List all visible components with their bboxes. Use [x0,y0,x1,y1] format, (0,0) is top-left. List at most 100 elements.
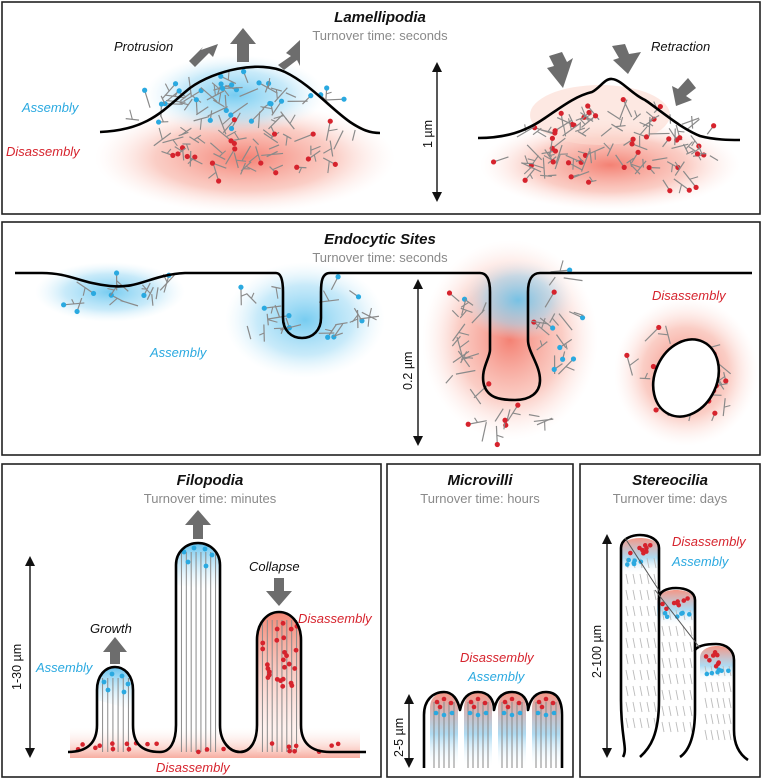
stereocilium-filament [625,621,629,633]
actin-branch [218,150,227,157]
stereocilium-filament [639,621,643,633]
monomer [286,661,292,667]
disassembly-monomer [568,174,574,180]
stereocilium-monomer [704,671,710,677]
actin-filament [270,87,282,92]
stereocilium-filament [668,609,672,621]
stereocilium-filament [661,721,665,733]
actin-filament [619,99,628,119]
actin-branch [697,145,703,154]
microvillus-monomer [441,712,447,718]
stereocilium-filament [646,653,650,665]
stereocilium-filament [682,673,686,685]
stereocilium-filament [728,713,732,725]
disassembly-monomer [723,378,729,384]
actin-branch [326,91,332,95]
microvillus-monomer [448,700,454,706]
disassembly-monomer [711,123,717,129]
disassembly-monomer [305,156,311,162]
actin-filament [445,374,454,384]
assembly-monomer [238,284,244,290]
stereocilium-filament [625,669,629,681]
filopodia-scale-label: 1-30 µm [10,644,24,690]
monomer [119,673,125,679]
disassembly-monomer [635,149,641,155]
actin-branch [629,358,639,366]
actin-filament [178,131,189,137]
actin-branch [82,287,86,296]
stereocilium-filament [625,589,629,601]
microvillus-monomer [471,704,477,710]
microvilli-disassembly-label: Disassembly [460,650,535,665]
disassembly-monomer [552,148,559,154]
stereocilium-filament [668,657,672,669]
endocytic-title: Endocytic Sites [324,231,436,248]
actin-filament [642,158,645,168]
actin-branch [559,260,564,272]
stereocilium-filament [632,701,636,713]
microvillus-monomer [536,699,542,705]
monomer [288,626,294,632]
assembly-monomer [218,81,224,87]
stereocilia-turnover: Turnover time: days [613,491,728,506]
disassembly-monomer [693,184,699,191]
stereocilia-scale-label: 2-100 µm [590,625,604,678]
actin-filament [120,299,139,307]
stereocilium-filament [710,729,714,741]
stereocilium-filament [653,621,657,633]
stereocilium-filament [639,637,643,649]
stereocilium-filament [653,701,657,713]
disassembly-monomer [624,352,630,358]
actin-branch [529,174,534,179]
monomer [265,666,271,671]
stereocilium-filament [625,701,629,713]
stereocilia-title: Stereocilia [632,472,708,489]
monomer [260,646,266,652]
microvillus-monomer [475,696,481,702]
stereocilium-filament [646,717,650,729]
stereocilium-filament [639,701,643,713]
stereocilium-filament [675,721,679,733]
actin-branch [109,297,118,306]
microvilli-scale-bar: 2-5 µm [392,694,414,768]
retraction-label: Retraction [651,39,710,54]
monomer [274,626,280,632]
actin-filament [558,313,573,331]
monomer [292,666,298,671]
filopodia-membrane [67,541,366,754]
disassembly-monomer [558,110,564,116]
actin-branch [619,117,624,127]
stereocilium-filament [675,689,679,701]
stereocilium-filament [675,625,679,637]
actin-branch [532,164,545,169]
actin-branch [267,319,278,323]
disassembly-monomer [621,164,627,170]
actin-branch [227,71,230,80]
stereocilium-filament [661,609,665,621]
stereocilium-filament [704,681,708,693]
actin-branch [688,146,696,152]
protrusion-label: Protrusion [114,39,173,54]
stereocilium-filament [689,625,693,637]
stereocilium-monomer [624,562,630,567]
disassembly-monomer [175,151,181,157]
stereocilium-filament [716,713,720,725]
base-monomer [335,741,341,747]
actin-filament [261,152,284,157]
assembly-monomer [248,118,255,124]
assembly-monomer [461,296,468,302]
tip-link [624,537,661,593]
microvillus-monomer [543,712,549,718]
actin-filament [494,408,504,422]
stereocilium-monomer [687,612,692,617]
monomer [209,552,215,558]
disassembly-monomer [712,410,718,416]
stereocilium-filament [653,557,657,569]
actin-branch [158,127,163,140]
actin-branch [575,159,582,163]
assembly-monomer [229,82,235,88]
stereocilium-filament [632,589,636,601]
stereocilium-monomer [662,610,668,616]
base-monomer [196,749,201,755]
stereocilia-membrane-inner1 [639,598,661,758]
